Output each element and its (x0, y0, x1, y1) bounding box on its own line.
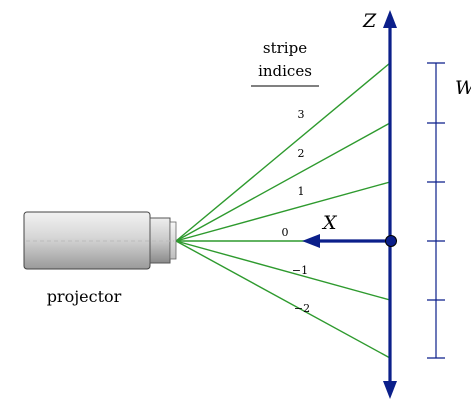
z-axis-arrow-down (383, 381, 397, 399)
stripe-lines (175, 62, 391, 359)
stripe-index-label-minus2: −2 (294, 302, 310, 315)
stripe-line-minus2 (175, 240, 391, 359)
legend-line-1: stripe (263, 39, 307, 57)
stripe-index-labels: 3 2 1 0 −1 −2 (282, 108, 311, 315)
stripe-legend: stripe indices (251, 39, 319, 87)
stripe-line-minus1 (175, 240, 391, 301)
projector-icon (23, 211, 177, 270)
projector-label: projector (47, 287, 122, 306)
z-axis-label: Z (362, 10, 377, 32)
stripe-index-label-1: 1 (298, 185, 305, 198)
stripe-index-label-minus1: −1 (292, 264, 308, 277)
stripe-line-3 (175, 62, 391, 242)
stripe-index-label-0: 0 (282, 226, 289, 239)
legend-line-2: indices (258, 62, 312, 80)
x-axis (302, 234, 389, 248)
x-axis-arrowhead (302, 234, 320, 248)
z-axis (383, 10, 397, 399)
stripe-index-label-3: 3 (298, 108, 305, 121)
width-scale (427, 62, 445, 359)
stripe-line-2 (175, 122, 391, 242)
z-axis-arrow-up (383, 10, 397, 28)
width-label: W (455, 77, 471, 99)
stripe-index-label-2: 2 (298, 147, 305, 160)
origin-point (385, 235, 397, 247)
stripe-line-1 (175, 181, 391, 242)
x-axis-label: X (321, 212, 338, 234)
